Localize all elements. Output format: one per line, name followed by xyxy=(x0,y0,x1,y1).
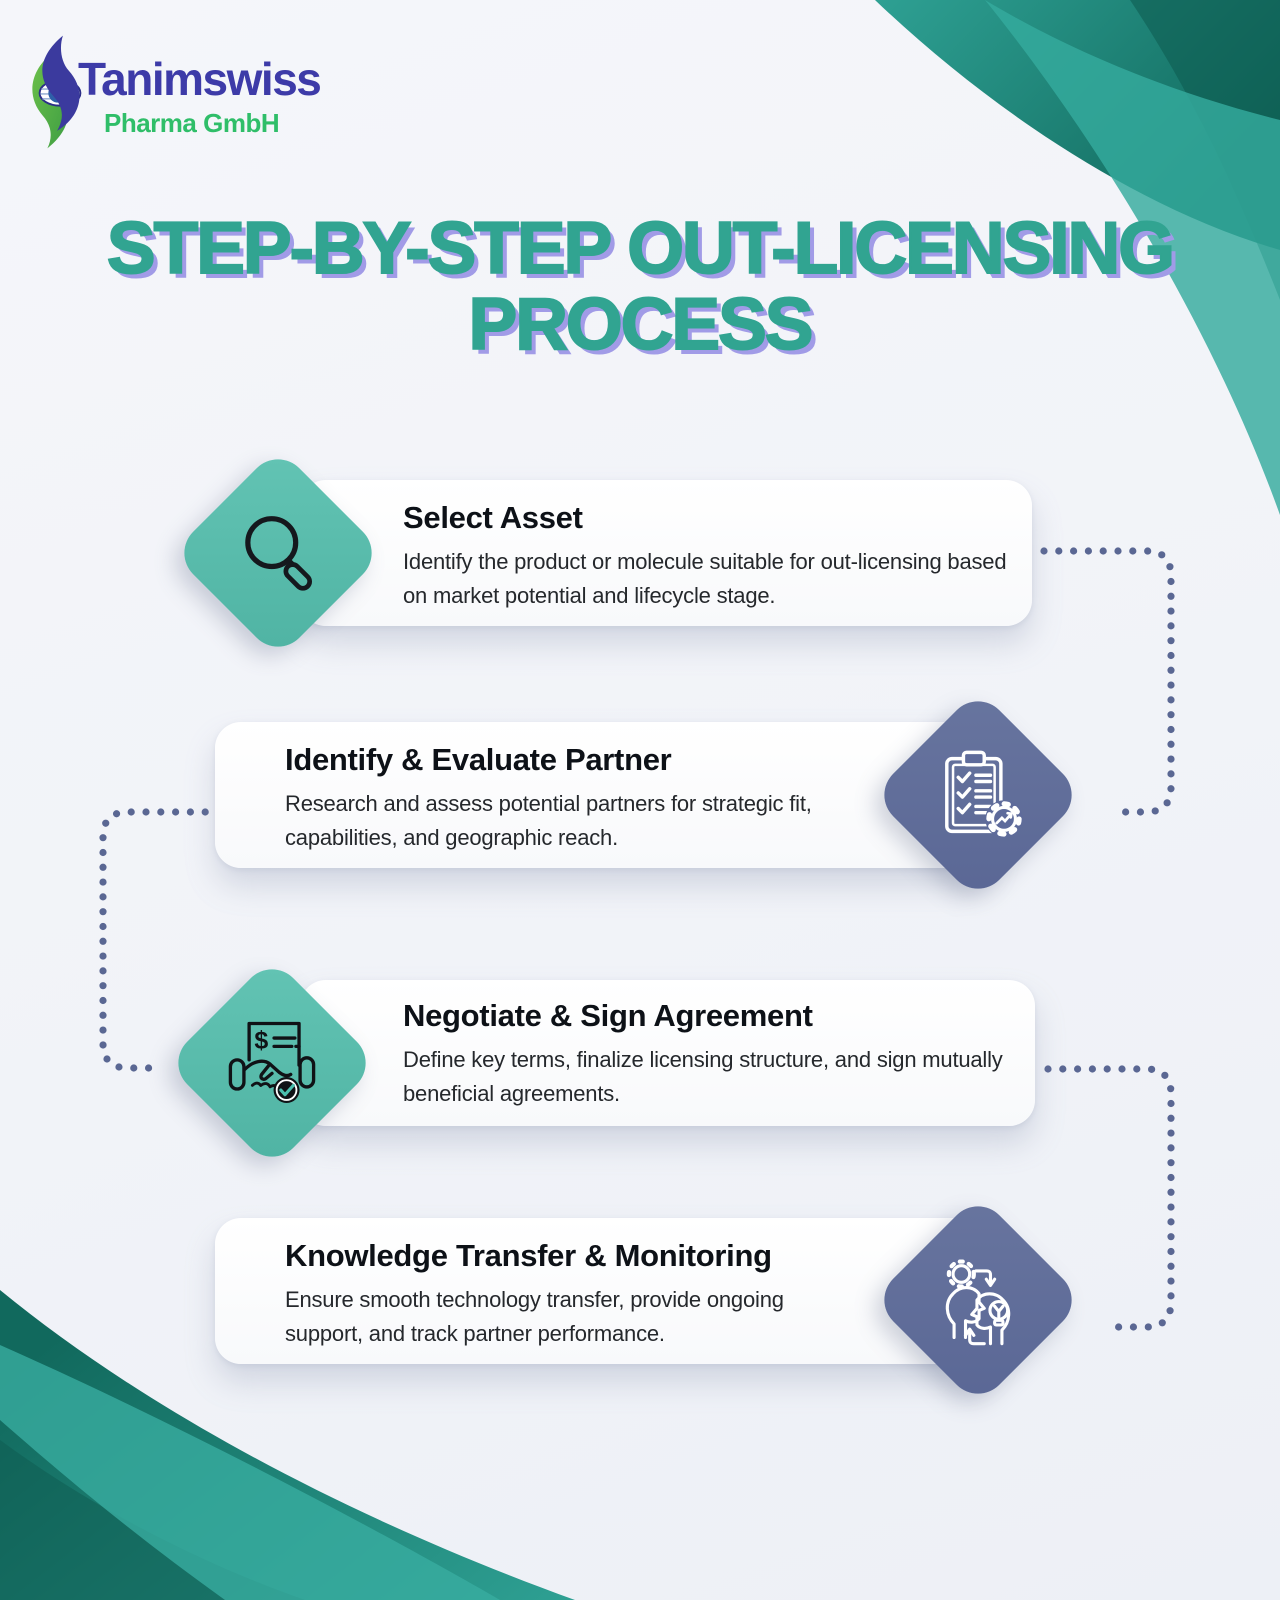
svg-text:$: $ xyxy=(254,1026,268,1054)
knowledge-exchange-icon xyxy=(945,1259,1011,1346)
step-diamond-1 xyxy=(171,446,385,660)
logo-subtitle: Pharma GmbH xyxy=(104,108,280,138)
step-description: Ensure smooth technology transfer, provi… xyxy=(285,1287,784,1347)
company-logo: Tanimswiss Pharma GmbH xyxy=(26,26,356,166)
step-card-identify-partner: Identify & Evaluate Partner Research and… xyxy=(215,722,990,868)
step-title: Identify & Evaluate Partner xyxy=(285,742,672,777)
page-title-line2: PROCESS xyxy=(468,284,815,365)
step-card-negotiate-agreement: Negotiate & Sign Agreement Define key te… xyxy=(300,980,1035,1126)
clipboard-checklist-gear-icon xyxy=(945,750,1023,838)
step-description: Define key terms, finalize licensing str… xyxy=(403,1047,1003,1107)
step-diamond-2 xyxy=(871,688,1085,902)
connector-step1-step2 xyxy=(1040,547,1175,816)
step-title: Negotiate & Sign Agreement xyxy=(403,998,813,1033)
magnifier-icon xyxy=(245,516,313,591)
step-diamond-4 xyxy=(871,1193,1085,1407)
step-description: Research and assess potential partners f… xyxy=(285,791,812,851)
page-title-line1: STEP-BY-STEP OUT-LICENSING xyxy=(106,208,1176,289)
page-title: STEP-BY-STEP OUT-LICENSING PROCESS xyxy=(0,208,1280,365)
step-card-knowledge-transfer: Knowledge Transfer & Monitoring Ensure s… xyxy=(215,1218,990,1364)
step-description: Identify the product or molecule suitabl… xyxy=(403,549,1007,609)
dna-eye-logo-icon xyxy=(32,35,82,149)
step-title: Knowledge Transfer & Monitoring xyxy=(285,1238,772,1273)
step-diamond-3: $ xyxy=(165,956,379,1170)
handshake-contract-icon: $ xyxy=(228,1021,316,1104)
step-title: Select Asset xyxy=(403,500,583,535)
step-card-select-asset: Select Asset Identify the product or mol… xyxy=(300,480,1032,626)
logo-company-name: Tanimswiss xyxy=(78,53,322,105)
